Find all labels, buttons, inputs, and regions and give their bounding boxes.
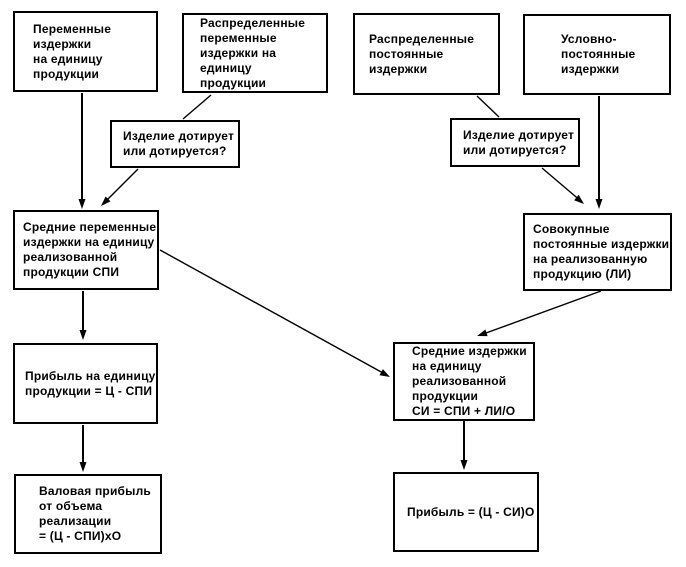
connector-total-fixed-to-avg-costs	[477, 290, 602, 337]
connector-variable-costs-to-avg-variable	[78, 93, 86, 209]
node-conditionally-fixed-costs: Условно- постоянные издержки	[523, 14, 671, 95]
connector-allocated-fixed-to-question	[476, 95, 500, 118]
node-unit-profit: Прибыль на единицу продукции = Ц - СПИ	[13, 343, 158, 424]
node-profit: Прибыль = (Ц - СИ)О	[393, 472, 539, 552]
node-subsidy-question-left: Изделие дотирует или дотируется?	[110, 120, 240, 168]
connector-avg-variable-to-unit-profit	[79, 291, 87, 340]
node-gross-profit: Валовая прибыль от объема реализации = (…	[14, 474, 162, 554]
node-avg-costs: Средние издержки на единицу реализованно…	[393, 342, 535, 421]
node-variable-costs: Переменные издержки на единицу продукции	[13, 11, 158, 92]
connector-conditionally-fixed-to-total-fixed	[595, 96, 603, 209]
node-subsidy-question-right: Изделие дотирует или дотируется?	[450, 118, 580, 167]
connector-question-left-to-avg-variable	[101, 168, 139, 206]
connector-question-right-to-total-fixed	[541, 167, 584, 204]
node-allocated-variable-costs: Распределенные переменные издержки на ед…	[182, 13, 328, 93]
node-total-fixed-costs: Совокупные постоянные издержки на реализ…	[523, 213, 672, 291]
node-allocated-fixed-costs: Распределенные постоянные издержки	[353, 13, 500, 95]
connector-avg-costs-to-profit	[460, 421, 468, 470]
node-avg-variable-costs: Средние переменные издержки на единицу р…	[13, 210, 159, 290]
connector-unit-profit-to-gross-profit	[79, 425, 87, 472]
connector-avg-variable-to-avg-costs	[159, 249, 390, 377]
connector-allocated-variable-to-question	[182, 94, 212, 120]
